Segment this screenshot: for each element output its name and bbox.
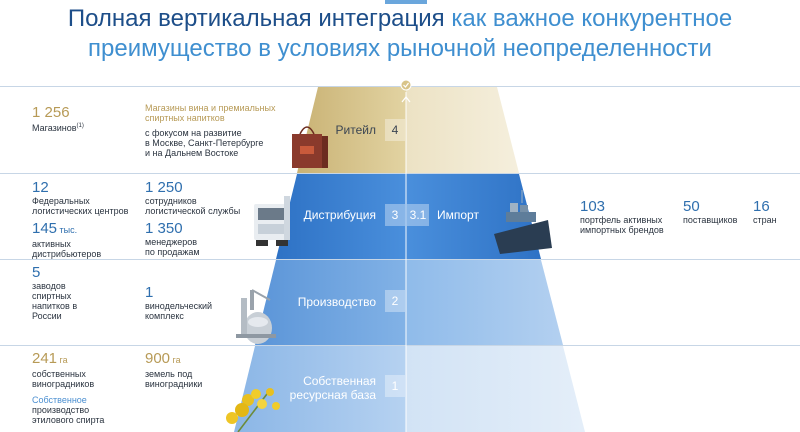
stat-logistics-centers: 12 Федеральных логистических центров <box>32 179 128 216</box>
stat-winery-value: 1 <box>145 284 154 301</box>
title-main: Полная вертикальная интеграция <box>67 5 445 32</box>
winery-line2: комплекс <box>145 311 184 321</box>
stat-stores-label: Магазинов(1) <box>32 123 84 133</box>
import-brands-line1: портфель активных <box>580 215 663 225</box>
title-accent: как важное конкурентное <box>444 5 733 32</box>
stat-sales-managers-value: 1 350 <box>145 220 183 237</box>
stat-countries-value: 16 <box>753 198 770 215</box>
stat-winery: 1 винодельческий комплекс <box>145 284 212 321</box>
plants-line1: заводов <box>32 281 66 291</box>
shopping-bag-icon <box>292 126 328 168</box>
suppliers-label: поставщиков <box>683 215 738 225</box>
stat-distributors-value: 145 тыс. <box>32 220 78 237</box>
distillery-equipment-icon <box>236 289 276 344</box>
stat-suppliers: 50 поставщиков <box>683 198 737 225</box>
own-spirit-line1: Собственное <box>32 395 87 405</box>
tier-base-label: Собственная ресурсная база <box>270 374 376 402</box>
stat-plants: 5 заводов спиртных напитков в России <box>32 264 77 321</box>
stat-retail-focus: с фокусом на развитие в Москве, Санкт-Пе… <box>145 128 263 158</box>
winery-line1: винодельческий <box>145 301 213 311</box>
tier-base-right <box>406 346 585 432</box>
stat-logistics-staff: 1 250 сотрудников логистической службы <box>145 179 240 216</box>
logistics-centers-line2: логистических центров <box>32 206 129 216</box>
stat-sales-managers: 1 350 менеджеров по продажам <box>145 220 200 257</box>
stat-logistics-staff-value: 1 250 <box>145 179 183 196</box>
sales-managers-line1: менеджеров <box>145 237 198 247</box>
sales-managers-line2: по продажам <box>145 247 200 257</box>
tier-distribution-left <box>276 174 406 259</box>
title-line2: преимущество в условиях рыночной неопред… <box>88 35 712 62</box>
vineyards-line2: виноградников <box>32 379 95 389</box>
logistics-staff-line1: сотрудников <box>145 196 197 206</box>
countries-label: стран <box>753 215 777 225</box>
vineyard-land-line1: земель под <box>145 369 193 379</box>
plants-line4: России <box>32 311 62 321</box>
tier-retail-label: Ритейл <box>335 123 376 137</box>
row-separator-retail <box>0 86 800 87</box>
tier-import-label: Импорт <box>437 208 479 222</box>
logistics-staff-line2: логистической службы <box>145 206 241 216</box>
stat-logistics-centers-value: 12 <box>32 179 49 196</box>
check-icon <box>403 82 409 88</box>
stat-retail-segment: Магазины вина и премиальных спиртных нап… <box>145 103 275 123</box>
stat-suppliers-value: 50 <box>683 198 700 215</box>
stat-stores: 1 256 Магазинов(1) <box>32 104 84 133</box>
plants-line2: спиртных <box>32 291 72 301</box>
truck-icon <box>254 196 290 246</box>
retail-focus-line2: в Москве, Санкт-Петербурге <box>145 138 264 148</box>
stat-import-brands-value: 103 <box>580 198 606 215</box>
top-tab-decoration <box>385 0 427 4</box>
stat-stores-value: 1 256 <box>32 104 70 121</box>
tier-production-number: 2 <box>385 290 405 312</box>
own-spirit-line2: производство <box>32 405 90 415</box>
tier-base-label-line1: Собственная <box>303 374 376 388</box>
page-title: Полная вертикальная интеграция как важно… <box>0 4 800 64</box>
tier-base-label-line2: ресурсная база <box>289 388 376 402</box>
tier-retail-right <box>406 87 519 173</box>
retail-focus-line1: с фокусом на развитие <box>145 128 242 138</box>
own-spirit-line3: этилового спирта <box>32 415 105 425</box>
tier-distribution-number: 3 <box>385 204 405 226</box>
tier-distribution-label: Дистрибуция <box>303 208 376 222</box>
stat-distributors: 145 тыс. активных дистрибьютеров <box>32 220 101 259</box>
tier-base-left <box>234 346 406 432</box>
vineyard-land-line2: виноградники <box>145 379 203 389</box>
stat-vineyard-land-value: 900 га <box>145 350 181 367</box>
vineyards-line1: собственных <box>32 369 86 379</box>
stat-own-spirit: Собственное производство этилового спирт… <box>32 395 104 425</box>
top-check-badge <box>400 79 412 91</box>
retail-focus-line3: и на Дальнем Востоке <box>145 148 239 158</box>
distributors-line2: дистрибьютеров <box>32 249 102 259</box>
cargo-ship-icon <box>494 190 552 254</box>
distributors-line1: активных <box>32 239 71 249</box>
stat-countries: 16 стран <box>753 198 777 225</box>
stat-vineyards: 241 га собственных виноградников <box>32 350 94 389</box>
row-separator-base <box>0 345 800 346</box>
stat-plants-value: 5 <box>32 264 41 281</box>
retail-segment-line2: спиртных напитков <box>145 113 225 123</box>
row-separator-production <box>0 259 800 260</box>
logistics-centers-line1: Федеральных <box>32 196 90 206</box>
tier-retail-number: 4 <box>385 119 405 141</box>
row-separator-distribution <box>0 173 800 174</box>
import-brands-line2: импортных брендов <box>580 225 664 235</box>
center-arrow-head <box>401 96 411 103</box>
yellow-flower-icon <box>226 388 280 432</box>
retail-segment-line1: Магазины вина и премиальных <box>145 103 276 113</box>
tier-import-number: 3.1 <box>407 204 429 226</box>
plants-line3: напитков в <box>32 301 78 311</box>
stat-vineyard-land: 900 га земель под виноградники <box>145 350 202 389</box>
tier-production-right <box>406 260 563 345</box>
tier-production-label: Производство <box>297 295 376 309</box>
stat-import-brands: 103 портфель активных импортных брендов <box>580 198 664 235</box>
stat-vineyards-value: 241 га <box>32 350 68 367</box>
tier-production-left <box>255 260 406 345</box>
tier-base-number: 1 <box>385 375 405 397</box>
